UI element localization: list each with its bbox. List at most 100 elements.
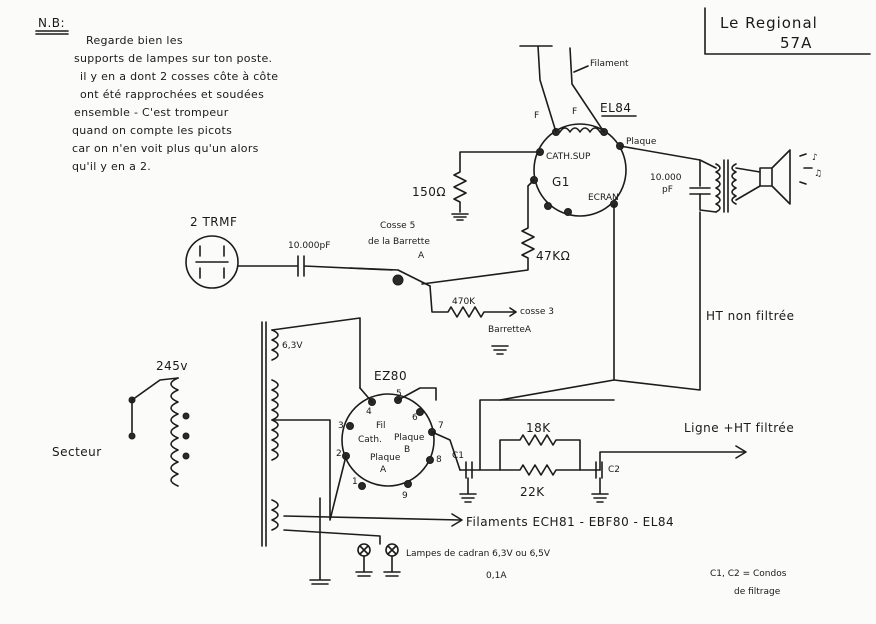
voltage-tap-3: [182, 452, 190, 460]
note-tag: N.B:: [38, 16, 65, 30]
ez80-label: EZ80: [374, 369, 407, 383]
c10000-right-pf: pF: [662, 185, 673, 195]
cosse5-wires: [349, 267, 431, 287]
note-line-3: il y en a dont 2 cosses côte à côte: [80, 70, 278, 83]
speaker-icon: [759, 149, 791, 205]
pin-7-label: 7: [438, 421, 444, 431]
trmf-envelope: [185, 235, 239, 289]
pin-8-label: 8: [436, 455, 442, 465]
note-block: N.B: Regarde bien les supports de lampes…: [35, 16, 278, 173]
pilot-lamp-2-cross: [387, 545, 397, 555]
cosse3-arrow: [509, 307, 517, 317]
pin-4-label: 4: [366, 407, 372, 417]
cap-10000-right: [689, 187, 711, 195]
note-line-6: quand on compte les picots: [72, 124, 232, 137]
pin-6-label: 6: [412, 413, 418, 423]
resistor-22k: [499, 464, 601, 476]
filaments-label: Filaments ECH81 - EBF80 - EL84: [466, 515, 674, 529]
plaque-wire: [619, 145, 717, 169]
ez80-pin-1: [358, 482, 366, 490]
r470k-label: 470K: [452, 297, 476, 307]
barrette-label: de la Barrette: [368, 237, 430, 247]
output-transformer-primary: [715, 163, 721, 213]
primary-winding: [170, 377, 179, 487]
ez80-pin-6: [416, 408, 424, 416]
el84-pin-a: [544, 202, 552, 210]
ez80-cath-label: Cath.: [358, 435, 382, 445]
courant-label: 0,1A: [486, 571, 507, 581]
secteur-label: Secteur: [52, 445, 102, 459]
capacitor-c2: [591, 461, 609, 503]
ez80-plaque-a-label: Plaque: [394, 433, 425, 443]
ht-plate-wire: [271, 419, 347, 521]
ht-filtered-arrow: [735, 445, 747, 459]
ez80-a-label: A: [380, 465, 387, 475]
ez80-pin-3: [346, 422, 354, 430]
c1-label: C1: [452, 451, 464, 461]
music-note-2-icon: ♫: [814, 169, 822, 179]
ez80-plaque-b-label: Plaque: [370, 453, 401, 463]
sound-waves-icon: [799, 153, 813, 185]
ez80-pin-8: [426, 456, 434, 464]
ligne-ht-label: Ligne +HT filtrée: [684, 421, 794, 435]
a1-label: A: [418, 251, 425, 261]
pin-3-label: 3: [338, 421, 344, 431]
r47k-label: 47KΩ: [536, 249, 570, 263]
ht-non-filtree-label: HT non filtrée: [706, 309, 795, 323]
condos-label-1: C1, C2 = Condos: [710, 569, 787, 579]
filament-arrow: [573, 65, 589, 73]
el84-heater: [559, 127, 601, 133]
cosse3-label: cosse 3: [520, 307, 554, 317]
ground-150: [451, 213, 469, 221]
music-note-1-icon: ♪: [812, 153, 818, 163]
pilot-lamp-1-cross: [359, 545, 369, 555]
ecran-wire: [499, 203, 615, 401]
trmf-pins: [195, 245, 229, 279]
63v-wire: [271, 317, 361, 389]
note-line-2: supports de lampes sur ton poste.: [74, 52, 272, 65]
filament-label: Filament: [590, 59, 629, 69]
title-box-border: [704, 7, 871, 55]
c10000-right-label: 10.000: [650, 173, 682, 183]
lamps-ground: [355, 555, 401, 577]
note-line-7: car on n'en voit plus qu'un alors: [72, 142, 259, 155]
cap-10000-left: [237, 255, 393, 277]
el84-ecran-label: ECRAN: [588, 193, 619, 203]
transformer-core: [261, 321, 267, 547]
resistor-18k: [479, 434, 581, 471]
cap-10000-lead-bottom: [699, 193, 717, 213]
r150-label: 150Ω: [412, 185, 446, 199]
note-line-4: ont été rapprochées et soudées: [80, 88, 264, 101]
note-line-1: Regarde bien les: [86, 34, 183, 47]
cosse5-label: Cosse 5: [380, 221, 415, 231]
c2-label: C2: [608, 465, 620, 475]
trmf-socket: 2 TRMF: [185, 215, 239, 289]
resistor-470k: [429, 285, 517, 318]
resistor-150: [453, 151, 541, 213]
ht-bus: [459, 399, 615, 471]
v245-label: 245v: [156, 359, 188, 373]
speaker-wires: [735, 167, 761, 201]
pin-9-label: 9: [402, 491, 408, 501]
ez80-heater-wires: [359, 387, 437, 403]
v63-label: 6,3V: [282, 341, 303, 351]
cosse5-point: [392, 274, 404, 286]
filament-wires: [519, 45, 605, 133]
ez80-pin-9: [404, 480, 412, 488]
mains-terminal: [128, 432, 136, 440]
el84-label: EL84: [600, 101, 632, 115]
title-line-2: 57A: [780, 34, 812, 52]
ez80-tube: EZ80 1 2 3 4 5 6 7 8 9 Fil Cath. Plaque …: [336, 369, 444, 501]
el84-pin-b: [564, 208, 572, 216]
note-line-5: ensemble - C'est trompeur: [74, 106, 229, 119]
el84-g1-label: G1: [552, 175, 570, 189]
el84-plaque-label: Plaque: [626, 137, 657, 147]
output-transformer-core: [723, 159, 729, 213]
title-box: Le Regional 57A: [704, 7, 871, 55]
trmf-label: 2 TRMF: [190, 215, 237, 229]
ht-filtered-line: [599, 451, 745, 471]
selector-arm: [131, 377, 179, 401]
ez80-b-label: B: [404, 445, 410, 455]
lampes-label: Lampes de cadran 6,3V ou 6,5V: [406, 549, 551, 559]
